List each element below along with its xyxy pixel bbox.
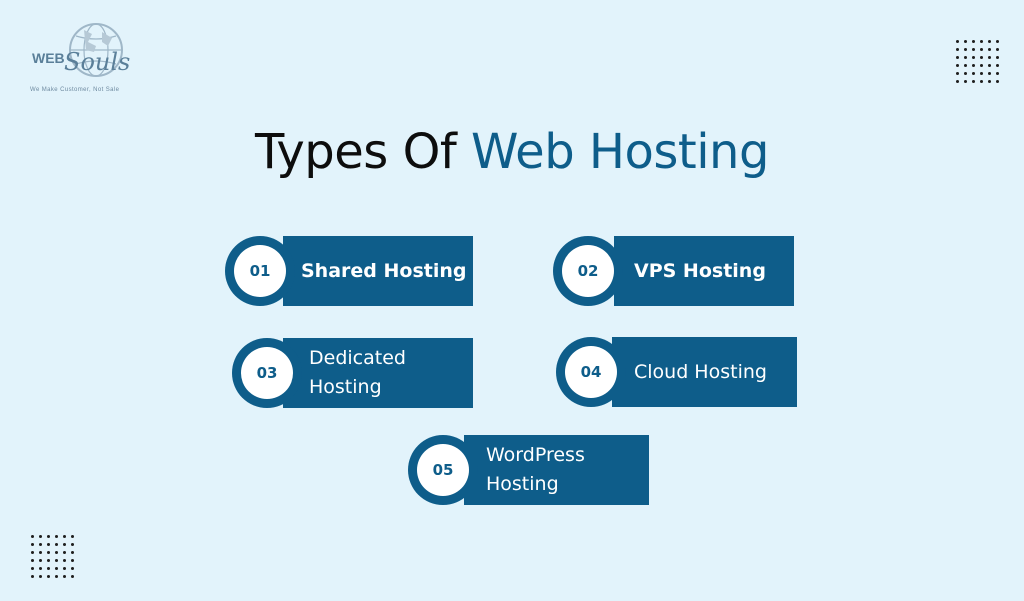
number-badge-value: 04 xyxy=(565,346,617,398)
hosting-type-item-vps: 02 VPS Hosting xyxy=(553,236,794,306)
logo-tagline: We Make Customer, Not Sale xyxy=(30,87,120,93)
hosting-type-item-shared: 01 Shared Hosting xyxy=(225,236,473,306)
hosting-type-item-cloud: 04 Cloud Hosting xyxy=(556,337,797,407)
websouls-logo: WEB Souls We Make Customer, Not Sale xyxy=(26,22,146,98)
item-label: WordPress Hosting xyxy=(486,435,585,505)
item-label-line: Hosting xyxy=(486,473,559,495)
item-label-line: Dedicated xyxy=(309,347,406,369)
number-badge-value: 05 xyxy=(417,444,469,496)
item-label: Cloud Hosting xyxy=(634,360,767,383)
title-part-accent: Web Hosting xyxy=(471,124,769,180)
logo-text-souls: Souls xyxy=(64,48,131,76)
number-badge: 04 xyxy=(556,337,626,407)
globe-icon xyxy=(69,23,123,77)
page-title: Types Of Web Hosting xyxy=(0,122,1024,182)
item-label-line: Hosting xyxy=(309,376,382,398)
hosting-type-item-dedicated: 03 Dedicated Hosting xyxy=(232,338,473,408)
number-badge: 01 xyxy=(225,236,295,306)
number-badge: 05 xyxy=(408,435,478,505)
item-label: Dedicated Hosting xyxy=(309,338,406,408)
logo-text-web: WEB xyxy=(32,50,65,66)
number-badge-value: 03 xyxy=(241,347,293,399)
item-bar xyxy=(283,338,473,408)
item-bar xyxy=(283,236,473,306)
number-badge: 03 xyxy=(232,338,302,408)
number-badge: 02 xyxy=(553,236,623,306)
item-label-line: WordPress xyxy=(486,444,585,466)
title-part-dark: Types Of xyxy=(255,124,457,180)
number-badge-value: 02 xyxy=(562,245,614,297)
dot-grid-top-right xyxy=(956,40,999,83)
number-badge-value: 01 xyxy=(234,245,286,297)
item-label: Shared Hosting xyxy=(301,259,467,282)
item-bar xyxy=(464,435,649,505)
item-bar xyxy=(614,236,794,306)
dot-grid-bottom-left xyxy=(31,535,74,578)
item-label: VPS Hosting xyxy=(634,259,766,282)
hosting-type-item-wordpress: 05 WordPress Hosting xyxy=(408,435,649,505)
item-bar xyxy=(612,337,797,407)
